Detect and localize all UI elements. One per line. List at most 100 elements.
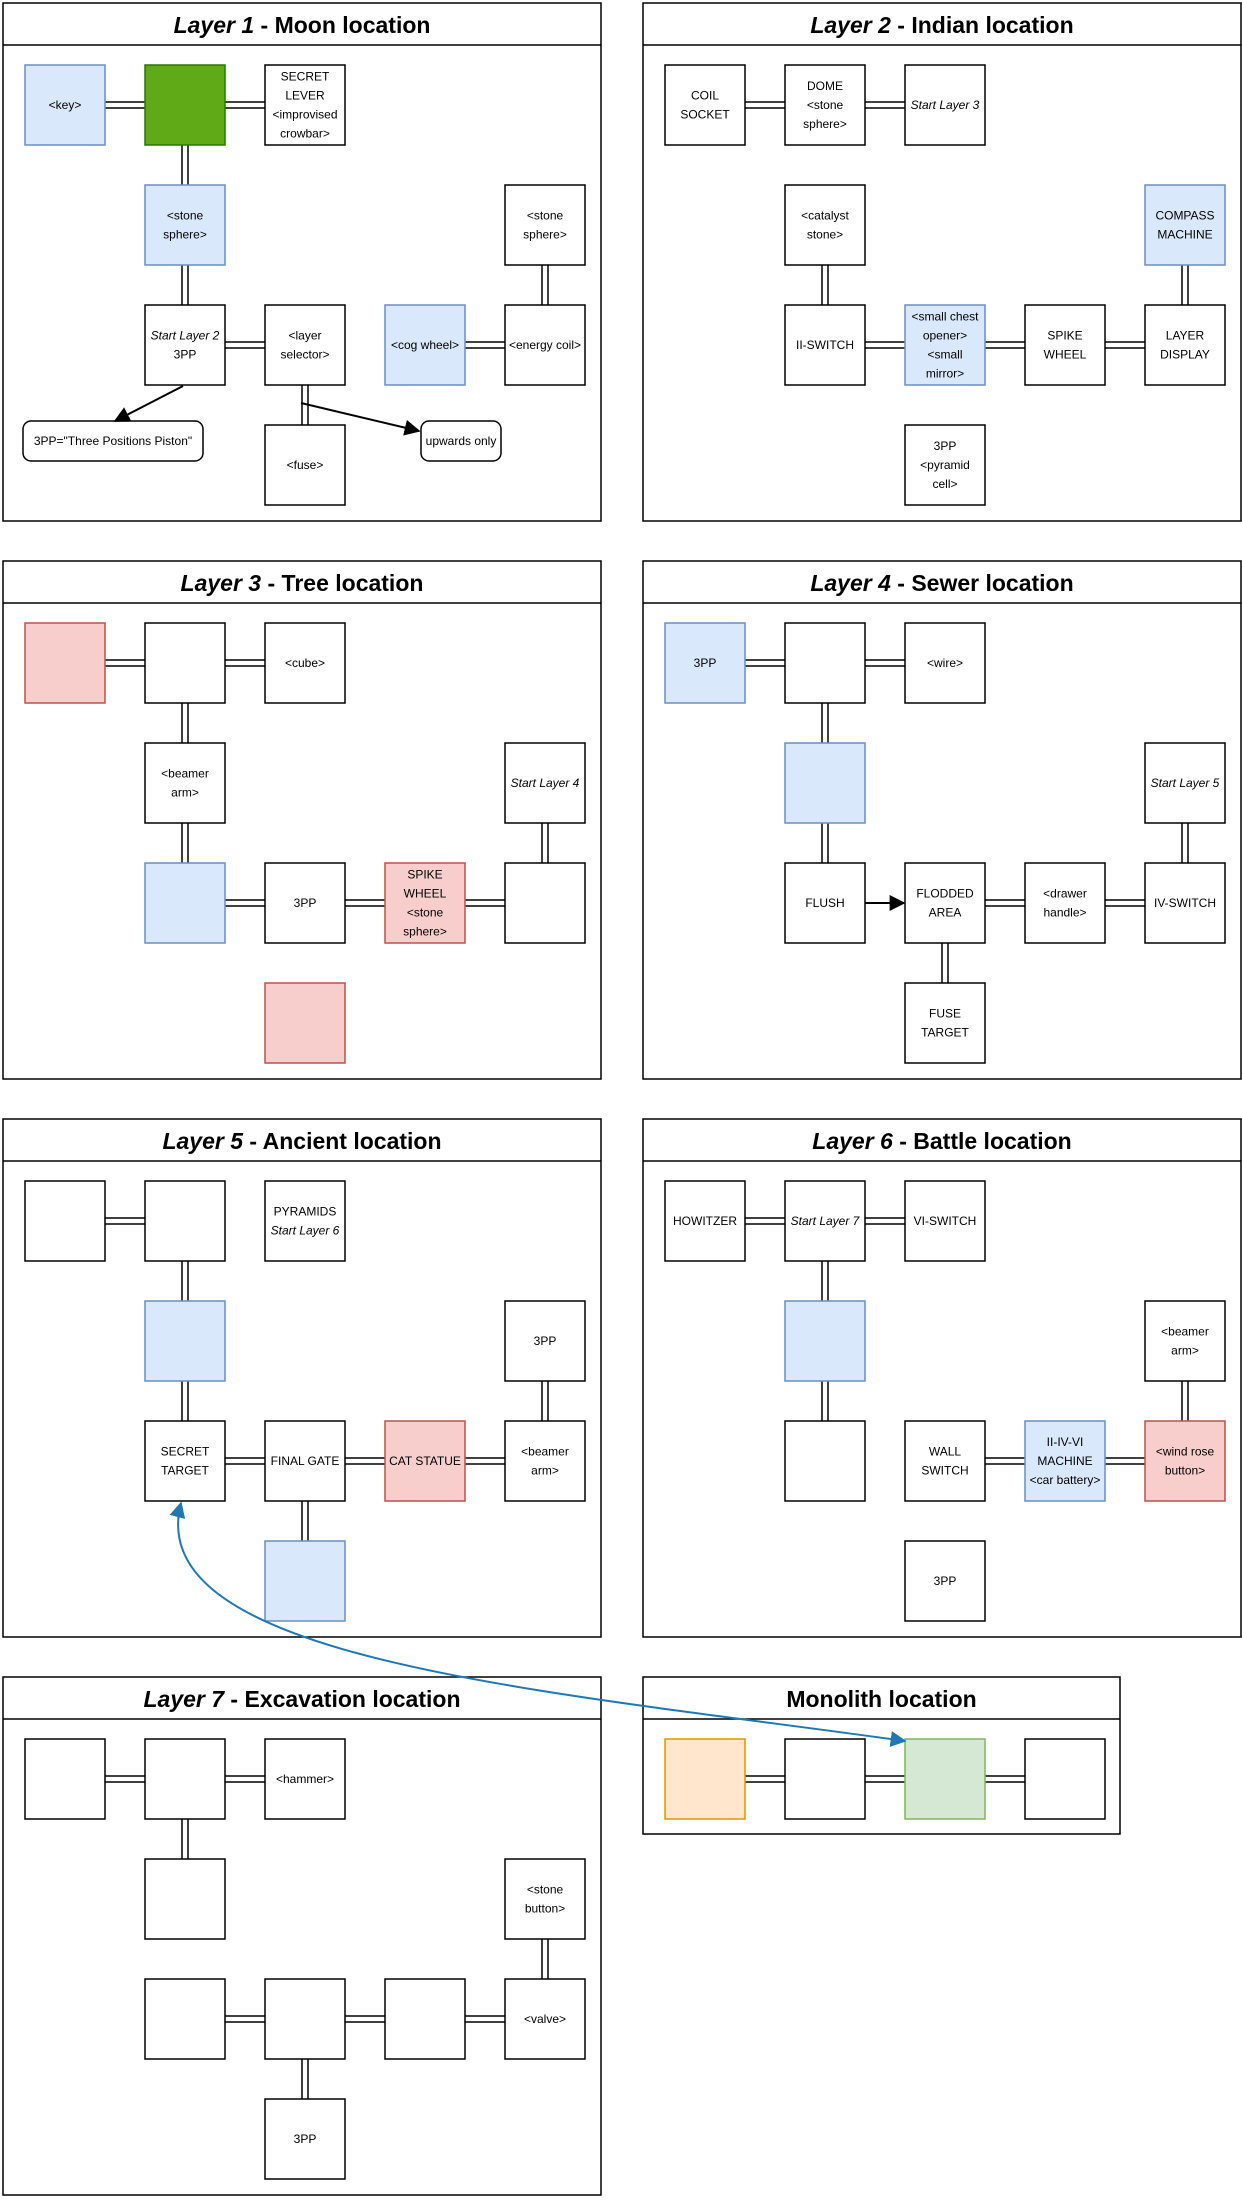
- double-connector: [985, 341, 1025, 349]
- node-box: [664, 1738, 746, 1820]
- node-empty-d: [144, 1978, 226, 2060]
- node-label: MACHINE: [1037, 1454, 1092, 1468]
- node-box: [24, 622, 106, 704]
- node-label: <catalyst: [801, 209, 849, 223]
- node-label: mirror>: [926, 367, 964, 381]
- node-label: FLODDED: [916, 887, 974, 901]
- node-label: <hammer>: [276, 1772, 334, 1786]
- node-empty-b: [144, 1180, 226, 1262]
- node-pp3: 3PP: [264, 2098, 346, 2180]
- node-box: [384, 1420, 466, 1502]
- node-box: [144, 622, 226, 704]
- node-label: TARGET: [161, 1464, 209, 1478]
- node-valve: <valve>: [504, 1978, 586, 2060]
- double-connector: [985, 899, 1025, 907]
- node-box: [504, 1420, 586, 1502]
- node-label: <key>: [49, 98, 82, 112]
- connections: [745, 1775, 1025, 1783]
- node-empty-b: [144, 1738, 226, 1820]
- node-label: CAT STATUE: [389, 1454, 461, 1468]
- node-box: [264, 622, 346, 704]
- node-box: [264, 1420, 346, 1502]
- panel-title-layer: Layer 2: [810, 12, 891, 38]
- node-empty-a: [144, 622, 226, 704]
- node-label: <car battery>: [1030, 1473, 1101, 1487]
- node-label: SWITCH: [921, 1464, 968, 1478]
- node-label: <small: [927, 348, 962, 362]
- node-label: LEVER: [285, 89, 325, 103]
- node-box: [144, 184, 226, 266]
- node-label: SPIKE: [1047, 329, 1082, 343]
- double-connector: [181, 145, 189, 185]
- panel-title-location: - Excavation location: [224, 1686, 460, 1712]
- node-box: [904, 424, 986, 506]
- node-box: [904, 1540, 986, 1622]
- double-connector: [465, 1457, 505, 1465]
- node-label: <wind rose: [1156, 1445, 1215, 1459]
- node-label: crowbar>: [280, 127, 330, 141]
- node-box: [784, 1738, 866, 1820]
- node-box: [1144, 862, 1226, 944]
- node-ii-switch: II-SWITCH: [784, 304, 866, 386]
- panel-title: Layer 7 - Excavation location: [143, 1686, 460, 1712]
- node-label: <stone: [527, 1883, 564, 1897]
- node-start-layer4: Start Layer 4: [504, 742, 586, 824]
- double-connector: [865, 341, 905, 349]
- node-box: [1144, 304, 1226, 386]
- node-label: WHEEL: [404, 887, 447, 901]
- node-label: sphere>: [163, 228, 207, 242]
- node-label: PYRAMIDS: [274, 1205, 337, 1219]
- node-box: [664, 64, 746, 146]
- node-empty-e: [264, 1978, 346, 2060]
- double-connector: [745, 1217, 785, 1225]
- node-red-a: [24, 622, 106, 704]
- node-label: 3PP: [934, 1574, 957, 1588]
- double-connector: [105, 1775, 145, 1783]
- node-empty-a: [784, 1738, 866, 1820]
- node-box: [264, 64, 346, 146]
- node-box: [264, 304, 346, 386]
- node-label: WALL: [929, 1445, 962, 1459]
- node-iv-switch: IV-SWITCH: [1144, 862, 1226, 944]
- double-connector: [541, 1381, 549, 1421]
- panel-layer3: Layer 3 - Tree location<cube><beamerarm>…: [2, 560, 602, 1080]
- arrow-to-upwards-note: [300, 402, 421, 436]
- node-label: <beamer: [521, 1445, 569, 1459]
- node-box: [144, 1738, 226, 1820]
- teleport-link-arrow: [169, 1501, 907, 1747]
- node-box: [1144, 1420, 1226, 1502]
- node-box: [144, 304, 226, 386]
- panel-title-layer: Layer 7: [143, 1686, 225, 1712]
- double-connector: [1181, 823, 1189, 863]
- node-lightgreen: [904, 1738, 986, 1820]
- node-empty-a: [24, 1738, 106, 1820]
- node-box: [504, 1300, 586, 1382]
- node-empty-b: [1024, 1738, 1106, 1820]
- double-connector: [865, 1217, 905, 1225]
- node-start-layer3: Start Layer 3: [904, 64, 986, 146]
- double-connector: [465, 899, 505, 907]
- panel-title-location: - Moon location: [254, 12, 430, 38]
- node-label: <layer: [288, 329, 321, 343]
- node-label: SECRET: [281, 70, 330, 84]
- node-box: [384, 304, 466, 386]
- node-cog-wheel: <cog wheel>: [384, 304, 466, 386]
- node-label: LAYER: [1166, 329, 1205, 343]
- panel-title: Layer 1 - Moon location: [174, 12, 431, 38]
- node-box: [504, 184, 586, 266]
- double-connector: [225, 899, 265, 907]
- node-box: [504, 1858, 586, 1940]
